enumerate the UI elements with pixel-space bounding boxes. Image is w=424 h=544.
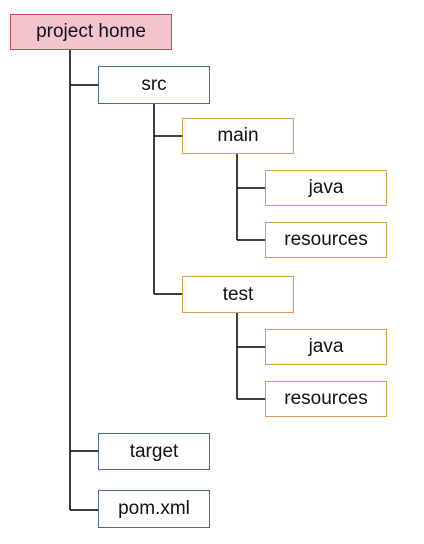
node-main-label: main (217, 125, 259, 146)
node-target: target (98, 433, 210, 470)
node-main: main (182, 118, 294, 154)
node-test-java: java (265, 329, 387, 365)
node-pom-xml: pom.xml (98, 490, 210, 528)
node-project-home-label: project home (36, 21, 146, 42)
node-test-label: test (222, 283, 254, 305)
node-main-java: java (265, 170, 387, 206)
node-target-label: target (129, 440, 179, 462)
node-pom-xml-label: pom.xml (118, 498, 190, 519)
node-test: test (182, 276, 294, 313)
node-test-resources: resources (265, 381, 387, 417)
node-main-resources: resources (265, 222, 387, 258)
node-main-resources-label: resources (284, 229, 368, 250)
node-main-java-label: java (308, 177, 344, 198)
node-test-java-label: java (308, 336, 344, 357)
node-project-home: project home (10, 14, 172, 50)
node-src-label: src (141, 74, 167, 95)
node-src: src (98, 66, 210, 104)
node-test-resources-label: resources (284, 388, 368, 409)
